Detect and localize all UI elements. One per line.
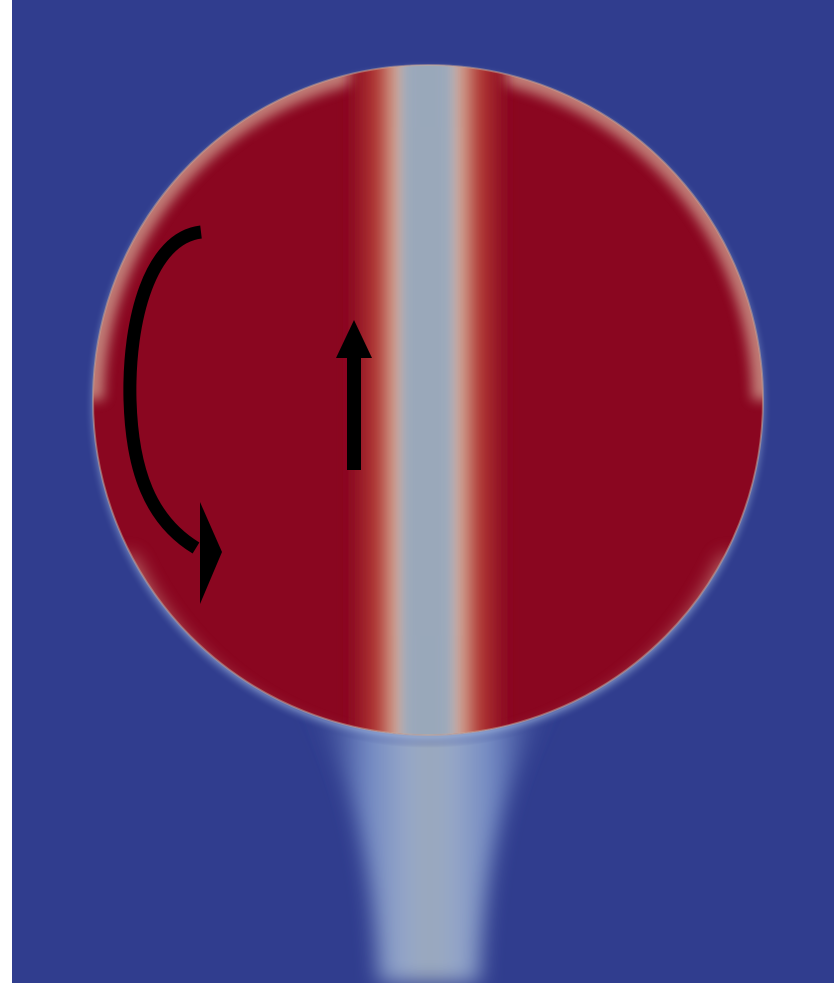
arrow-up-icon [336, 320, 372, 470]
curved-arrow-clockwise-icon [123, 225, 222, 604]
central-wake-core [404, 65, 450, 735]
drop-interior [93, 65, 763, 735]
drop-outline [92, 64, 764, 736]
wake-tail [300, 690, 560, 983]
